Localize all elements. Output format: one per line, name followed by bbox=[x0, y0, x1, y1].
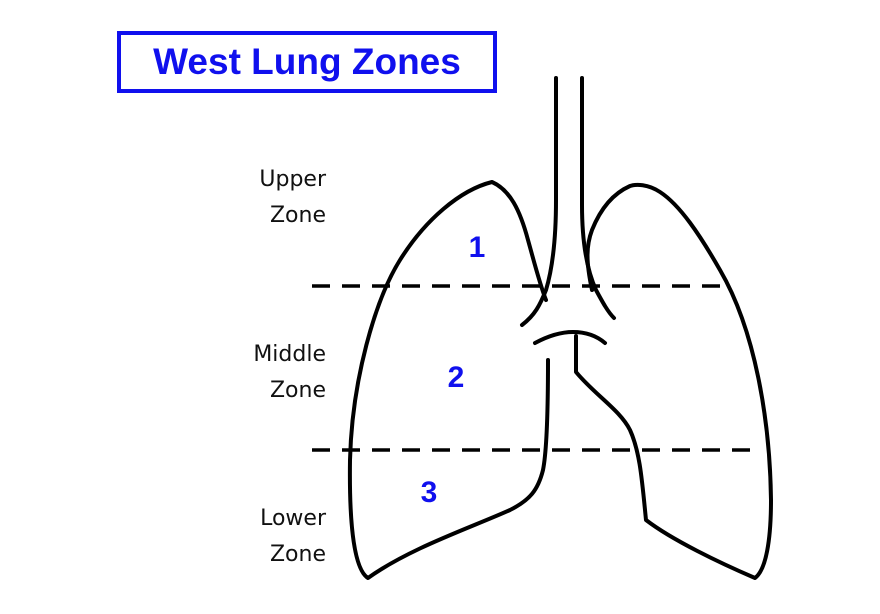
middle-zone-label: Middle Zone bbox=[206, 337, 326, 409]
right-lung-outline bbox=[574, 182, 773, 580]
zone-number-1: 1 bbox=[469, 231, 486, 264]
left-bronchus bbox=[533, 330, 607, 345]
upper-zone-label-line2: Zone bbox=[269, 203, 326, 228]
lower-zone-label: Lower Zone bbox=[206, 501, 326, 573]
zone-number-2: 2 bbox=[448, 361, 465, 394]
middle-zone-label-line1: Middle bbox=[253, 342, 326, 367]
middle-zone-label-line2: Zone bbox=[269, 378, 326, 403]
trachea-left-wall bbox=[520, 76, 558, 327]
zone-number-3: 3 bbox=[421, 476, 438, 509]
upper-zone-label: Upper Zone bbox=[206, 162, 326, 234]
lower-zone-label-line1: Lower bbox=[260, 506, 326, 531]
diagram-title: West Lung Zones bbox=[153, 41, 461, 82]
lower-zone-label-line2: Zone bbox=[269, 542, 326, 567]
trachea-right-wall bbox=[580, 76, 616, 320]
upper-zone-label-line1: Upper bbox=[259, 167, 326, 192]
title-box: West Lung Zones bbox=[117, 31, 497, 93]
left-lung-outline bbox=[347, 180, 550, 580]
